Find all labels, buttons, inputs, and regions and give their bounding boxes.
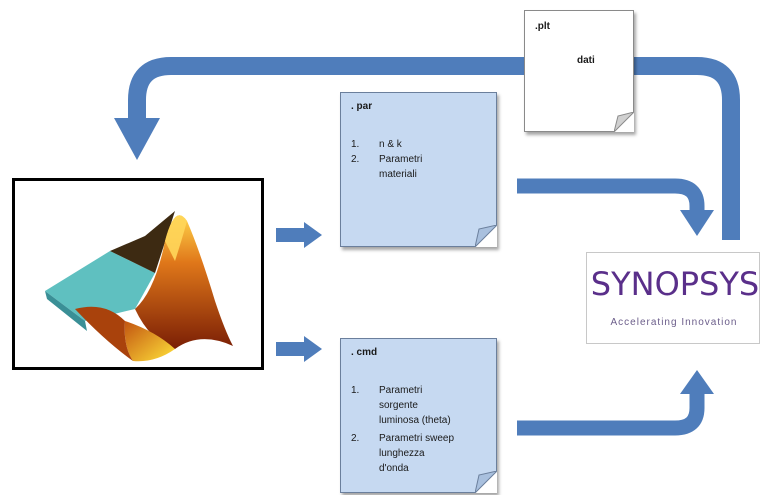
page-fold-icon [614,112,634,132]
par-to-synopsys-arrow [517,178,705,212]
list-item: 2. Parametri materiali [351,154,423,180]
par-file-list: 1. n & k 2. Parametri materiali [351,137,422,182]
synopsys-logo-box: SYNOPSYS Accelerating Innovation [586,252,760,344]
cmd-to-synopsys-head [680,370,714,394]
page-fold-icon [475,225,497,247]
par-to-synopsys-head [680,210,714,236]
feedback-arrow [128,57,740,240]
matlab-to-par-head [304,222,322,248]
matlab-to-cmd-head [304,336,322,362]
cmd-to-synopsys-arrow [517,392,705,436]
plt-file-title: .plt [535,21,550,32]
feedback-arrowhead [114,118,160,160]
list-item: 2. Parametri sweep lunghezza d'onda [351,433,455,474]
matlab-to-par-shaft [276,228,306,242]
list-item: 1. Parametri sorgente luminosa (theta) [351,385,451,426]
synopsys-logo: SYNOPSYS [590,265,760,303]
plt-file-body: dati [577,55,595,66]
cmd-file-list: 1. Parametri sorgente luminosa (theta) 2… [351,383,454,476]
page-fold-icon [475,471,497,493]
matlab-membrane-icon [45,211,233,362]
cmd-file-title: . cmd [351,347,378,358]
synopsys-tagline: Accelerating Innovation [610,317,738,328]
par-file-title: . par [351,101,373,112]
par-file-note: . par 1. n & k 2. Parametri materiali [340,92,497,247]
plt-file-note: .plt dati [524,10,634,132]
list-item: 1. n & k [351,139,402,150]
matlab-to-cmd-shaft [276,342,306,356]
matlab-logo-box [12,178,264,370]
cmd-file-note: . cmd 1. Parametri sorgente luminosa (th… [340,338,497,493]
